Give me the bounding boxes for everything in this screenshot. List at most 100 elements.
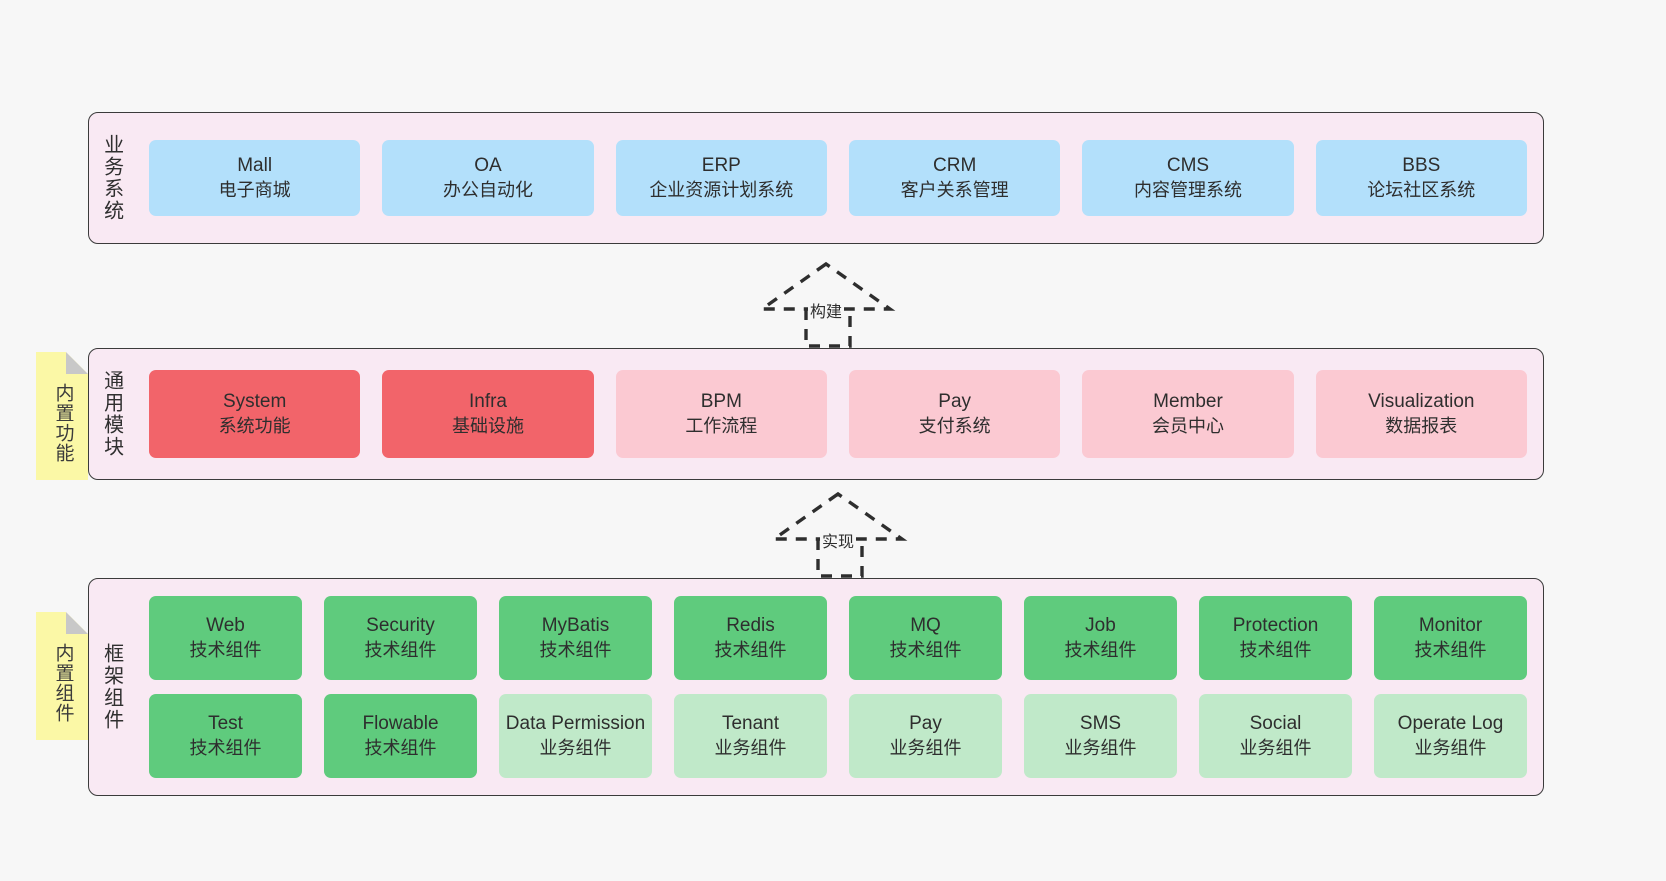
- card-title-cn: 业务组件: [1239, 737, 1312, 758]
- card-title-en: Operate Log: [1397, 713, 1504, 735]
- card-title-en: Security: [366, 615, 435, 637]
- card-title-en: OA: [474, 155, 502, 177]
- card-title-cn: 系统功能: [218, 415, 291, 436]
- card-protection[interactable]: Protection 技术组件: [1199, 596, 1352, 680]
- card-system[interactable]: System 系统功能: [149, 370, 361, 458]
- card-title-en: Monitor: [1418, 615, 1483, 637]
- connector-label-implement: 实现: [820, 528, 857, 552]
- card-title-en: Tenant: [721, 713, 780, 735]
- sticky-note-builtin-features: 内置功能: [36, 352, 88, 480]
- card-row: System 系统功能 Infra 基础设施 BPM 工作流程 Pay 支付系统…: [149, 370, 1527, 458]
- card-title-cn: 技术组件: [1064, 639, 1137, 660]
- connector-build: 构建: [756, 261, 910, 348]
- card-title-cn: 技术组件: [889, 639, 962, 660]
- card-security[interactable]: Security 技术组件: [324, 596, 477, 680]
- card-title-en: Job: [1085, 615, 1116, 637]
- card-title-cn: 技术组件: [364, 737, 437, 758]
- card-title-en: MyBatis: [541, 615, 610, 637]
- card-test[interactable]: Test 技术组件: [149, 694, 302, 778]
- layer-common-modules: 通用模块 System 系统功能 Infra 基础设施 BPM 工作流程 Pay…: [88, 348, 1544, 480]
- card-title-en: Pay: [938, 391, 972, 413]
- card-title-cn: 业务组件: [1064, 737, 1137, 758]
- card-cms[interactable]: CMS 内容管理系统: [1082, 140, 1294, 216]
- card-title-cn: 技术组件: [1414, 639, 1487, 660]
- card-title-cn: 业务组件: [539, 737, 612, 758]
- card-row: Web 技术组件 Security 技术组件 MyBatis 技术组件 Redi…: [149, 596, 1527, 680]
- card-title-cn: 业务组件: [889, 737, 962, 758]
- card-row: Mall 电子商城 OA 办公自动化 ERP 企业资源计划系统 CRM 客户关系…: [149, 140, 1527, 216]
- card-title-en: Mall: [237, 155, 273, 177]
- card-title-en: Data Permission: [505, 713, 646, 735]
- card-title-cn: 工作流程: [685, 415, 758, 436]
- layer-business-systems: 业务系统 Mall 电子商城 OA 办公自动化 ERP 企业资源计划系统 CRM…: [88, 112, 1544, 244]
- layer-title-business-systems: 业务系统: [100, 134, 123, 222]
- card-redis[interactable]: Redis 技术组件: [674, 596, 827, 680]
- card-title-en: SMS: [1079, 713, 1122, 735]
- card-bbs[interactable]: BBS 论坛社区系统: [1315, 140, 1527, 216]
- card-social[interactable]: Social 业务组件: [1199, 694, 1352, 778]
- card-title-cn: 技术组件: [189, 639, 262, 660]
- card-row: Test 技术组件 Flowable 技术组件 Data Permission …: [149, 694, 1527, 778]
- layer-body-business-systems: Mall 电子商城 OA 办公自动化 ERP 企业资源计划系统 CRM 客户关系…: [133, 113, 1543, 243]
- card-title-cn: 论坛社区系统: [1367, 179, 1476, 200]
- card-member[interactable]: Member 会员中心: [1082, 370, 1294, 458]
- card-title-cn: 企业资源计划系统: [649, 179, 794, 200]
- card-web[interactable]: Web 技术组件: [149, 596, 302, 680]
- card-monitor[interactable]: Monitor 技术组件: [1374, 596, 1527, 680]
- layer-title-framework-components: 框架组件: [100, 643, 123, 731]
- card-flowable[interactable]: Flowable 技术组件: [324, 694, 477, 778]
- card-title-cn: 客户关系管理: [900, 179, 1009, 200]
- card-title-en: Test: [208, 713, 243, 735]
- card-data-permission[interactable]: Data Permission 业务组件: [499, 694, 652, 778]
- card-title-cn: 技术组件: [364, 639, 437, 660]
- card-title-en: BPM: [700, 391, 742, 413]
- sticky-note-text: 内置功能: [52, 383, 74, 463]
- layer-body-framework-components: Web 技术组件 Security 技术组件 MyBatis 技术组件 Redi…: [133, 579, 1543, 795]
- card-title-en: ERP: [701, 155, 741, 177]
- card-title-en: CRM: [933, 155, 977, 177]
- card-sms[interactable]: SMS 业务组件: [1024, 694, 1177, 778]
- card-bpm[interactable]: BPM 工作流程: [615, 370, 827, 458]
- card-title-en: Social: [1249, 713, 1302, 735]
- card-title-cn: 会员中心: [1151, 415, 1224, 436]
- card-mall[interactable]: Mall 电子商城: [149, 140, 361, 216]
- card-crm[interactable]: CRM 客户关系管理: [848, 140, 1061, 216]
- layer-framework-components: 框架组件 Web 技术组件 Security 技术组件 MyBatis 技术组件…: [88, 578, 1544, 796]
- card-title-en: Member: [1153, 391, 1223, 413]
- sticky-note-text: 内置组件: [52, 643, 74, 723]
- card-title-cn: 内容管理系统: [1133, 179, 1242, 200]
- card-job[interactable]: Job 技术组件: [1024, 596, 1177, 680]
- connector-implement: 实现: [768, 491, 922, 578]
- card-title-en: CMS: [1166, 155, 1210, 177]
- layer-body-common-modules: System 系统功能 Infra 基础设施 BPM 工作流程 Pay 支付系统…: [133, 349, 1543, 479]
- card-title-en: Redis: [726, 615, 775, 637]
- card-title-en: Infra: [468, 391, 507, 413]
- card-erp[interactable]: ERP 企业资源计划系统: [615, 140, 827, 216]
- card-visualization[interactable]: Visualization 数据报表: [1315, 370, 1527, 458]
- card-pay-business[interactable]: Pay 业务组件: [849, 694, 1002, 778]
- sticky-note-builtin-components: 内置组件: [36, 612, 88, 740]
- card-title-cn: 电子商城: [218, 179, 291, 200]
- card-title-cn: 业务组件: [1414, 737, 1487, 758]
- card-title-en: Protection: [1232, 615, 1319, 637]
- card-title-cn: 技术组件: [1239, 639, 1312, 660]
- card-operate-log[interactable]: Operate Log 业务组件: [1374, 694, 1527, 778]
- card-title-cn: 基础设施: [451, 415, 524, 436]
- card-title-cn: 办公自动化: [442, 179, 533, 200]
- card-infra[interactable]: Infra 基础设施: [382, 370, 594, 458]
- card-tenant[interactable]: Tenant 业务组件: [674, 694, 827, 778]
- connector-label-build: 构建: [808, 298, 845, 322]
- card-pay[interactable]: Pay 支付系统: [848, 370, 1061, 458]
- card-mq[interactable]: MQ 技术组件: [849, 596, 1002, 680]
- card-mybatis[interactable]: MyBatis 技术组件: [499, 596, 652, 680]
- card-title-en: Flowable: [362, 713, 439, 735]
- card-oa[interactable]: OA 办公自动化: [382, 140, 594, 216]
- card-title-en: MQ: [910, 615, 941, 637]
- layer-title-common-modules: 通用模块: [100, 370, 123, 458]
- card-title-cn: 技术组件: [714, 639, 787, 660]
- card-title-cn: 技术组件: [189, 737, 262, 758]
- card-title-cn: 支付系统: [918, 415, 991, 436]
- card-title-en: Pay: [909, 713, 942, 735]
- card-title-cn: 技术组件: [539, 639, 612, 660]
